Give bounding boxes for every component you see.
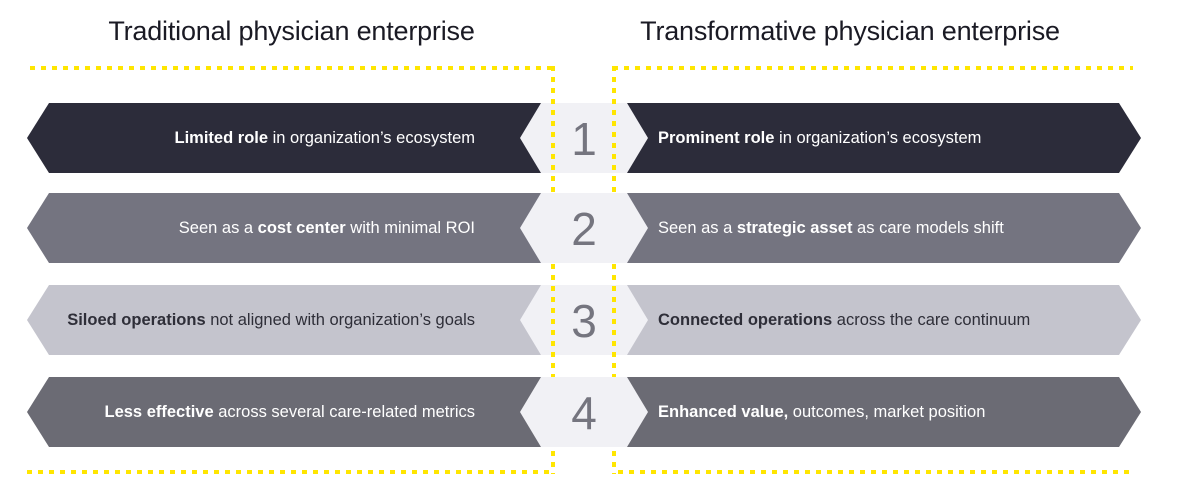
label-post: not aligned with organization’s goals <box>205 311 475 329</box>
label-pre: Seen as a <box>178 219 258 237</box>
band-label-left: Siloed operations not aligned with organ… <box>40 285 475 355</box>
label-bold: strategic asset <box>736 219 853 237</box>
column-title-transformative: Transformative physician enterprise <box>640 16 1060 46</box>
comparison-row: Less effective across several care-relat… <box>0 377 1200 447</box>
step-number-hexagon: 1 <box>520 103 648 173</box>
band-label-right: Prominent role in organization’s ecosyst… <box>658 103 1128 173</box>
step-number: 1 <box>571 113 597 165</box>
step-number: 3 <box>571 295 597 347</box>
label-bold: Prominent role <box>658 129 775 147</box>
label-post: in organization’s ecosystem <box>774 129 982 147</box>
column-title-traditional: Traditional physician enterprise <box>108 16 475 46</box>
label-bold: Connected operations <box>658 311 833 329</box>
dotted-border-top-left <box>30 66 553 70</box>
step-number-hexagon: 3 <box>520 285 648 355</box>
step-number: 2 <box>571 203 597 255</box>
step-number-hexagon: 4 <box>520 377 648 447</box>
label-post: across the care continuum <box>832 311 1031 329</box>
band-label-left: Less effective across several care-relat… <box>40 377 476 447</box>
label-post: in organization’s ecosystem <box>268 129 475 147</box>
dotted-border-top-right <box>613 66 1133 70</box>
label-bold: Limited role <box>174 129 269 147</box>
label-post: across several care-related metrics <box>213 403 475 421</box>
left-arrow-band <box>27 285 565 355</box>
comparison-row: Limited role in organization’s ecosystem… <box>0 103 1200 173</box>
band-label-right: Connected operations across the care con… <box>658 285 1128 355</box>
right-arrow-band <box>600 285 1141 355</box>
step-number: 4 <box>571 387 597 439</box>
left-arrow-band <box>27 103 565 173</box>
band-label-left: Limited role in organization’s ecosystem <box>40 103 475 173</box>
band-label-left: Seen as a cost center with minimal ROI <box>40 193 475 263</box>
dotted-border-bottom-right <box>618 470 1135 474</box>
label-pre: Seen as a <box>658 219 737 237</box>
step-number-hexagon: 2 <box>520 193 648 263</box>
label-post: with minimal ROI <box>345 219 475 237</box>
label-post: as care models shift <box>852 219 1004 237</box>
label-bold: Siloed operations <box>67 311 206 329</box>
dotted-border-vertical-right <box>612 66 616 474</box>
label-bold: Enhanced value, <box>658 403 789 421</box>
left-arrow-band <box>27 193 565 263</box>
label-post: outcomes, market position <box>788 403 986 421</box>
right-arrow-band <box>600 193 1141 263</box>
label-bold: Less effective <box>104 403 214 421</box>
right-arrow-band <box>600 103 1141 173</box>
dotted-border-bottom-left <box>27 470 553 474</box>
band-label-right: Enhanced value, outcomes, market positio… <box>658 377 1128 447</box>
band-label-right: Seen as a strategic asset as care models… <box>658 193 1128 263</box>
left-arrow-band <box>27 377 565 447</box>
comparison-row: Seen as a cost center with minimal ROI S… <box>0 193 1200 263</box>
label-bold: cost center <box>257 219 346 237</box>
dotted-border-vertical-left <box>551 66 555 474</box>
comparison-row: Siloed operations not aligned with organ… <box>0 285 1200 355</box>
right-arrow-band <box>600 377 1141 447</box>
